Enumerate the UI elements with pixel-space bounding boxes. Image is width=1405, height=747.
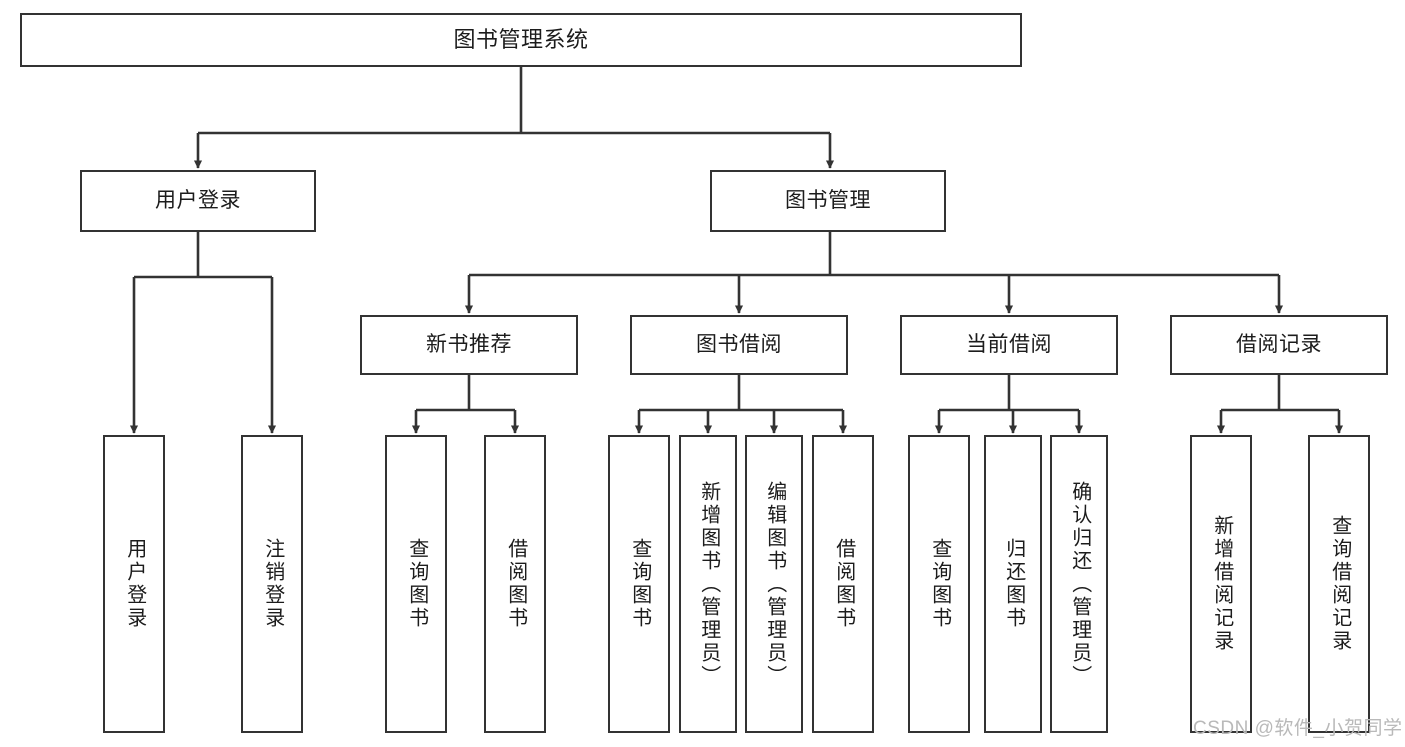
node-book-borrow[interactable]: 图书借阅 [630,315,848,375]
node-leaf-cur-confirm-return-label: 确认归还（管理员） [1068,480,1091,688]
node-leaf-user-logout-label: 注销登录 [261,538,284,630]
node-borrow-record[interactable]: 借阅记录 [1170,315,1388,375]
node-leaf-rec-add-record-label: 新增借阅记录 [1210,515,1233,653]
node-leaf-bor-borrow-book-label: 借阅图书 [832,538,855,630]
node-leaf-rec-add-record[interactable]: 新增借阅记录 [1190,435,1252,733]
node-leaf-rec-query-book-label: 查询图书 [405,538,428,630]
csdn-watermark: CSDN @软件_小贺同学 [1193,718,1403,739]
node-current-borrow[interactable]: 当前借阅 [900,315,1118,375]
node-leaf-bor-query-book[interactable]: 查询图书 [608,435,670,733]
node-leaf-cur-query-book-label: 查询图书 [928,538,951,630]
node-leaf-user-login-label: 用户登录 [123,538,146,630]
node-root-label: 图书管理系统 [453,27,589,53]
node-leaf-bor-add-book[interactable]: 新增图书（管理员） [679,435,737,733]
node-leaf-bor-borrow-book[interactable]: 借阅图书 [812,435,874,733]
node-leaf-user-login[interactable]: 用户登录 [103,435,165,733]
node-book-manage[interactable]: 图书管理 [710,170,946,232]
node-new-book-rec-label: 新书推荐 [426,332,512,356]
node-book-manage-label: 图书管理 [785,188,871,212]
node-book-borrow-label: 图书借阅 [696,332,782,356]
node-new-book-rec[interactable]: 新书推荐 [360,315,578,375]
node-leaf-cur-return-book-label: 归还图书 [1002,538,1025,630]
node-leaf-bor-query-book-label: 查询图书 [628,538,651,630]
node-leaf-bor-edit-book-label: 编辑图书（管理员） [763,480,786,688]
node-leaf-rec-query-book[interactable]: 查询图书 [385,435,447,733]
node-leaf-cur-return-book[interactable]: 归还图书 [984,435,1042,733]
node-user-login-label: 用户登录 [155,188,241,212]
node-leaf-bor-add-book-label: 新增图书（管理员） [697,480,720,688]
node-leaf-bor-edit-book[interactable]: 编辑图书（管理员） [745,435,803,733]
node-root[interactable]: 图书管理系统 [20,13,1022,67]
node-current-borrow-label: 当前借阅 [966,332,1052,356]
node-leaf-rec-borrow-book-label: 借阅图书 [504,538,527,630]
node-leaf-cur-confirm-return[interactable]: 确认归还（管理员） [1050,435,1108,733]
node-leaf-rec-borrow-book[interactable]: 借阅图书 [484,435,546,733]
node-leaf-rec-query-record[interactable]: 查询借阅记录 [1308,435,1370,733]
node-user-login[interactable]: 用户登录 [80,170,316,232]
node-leaf-rec-query-record-label: 查询借阅记录 [1328,515,1351,653]
node-leaf-user-logout[interactable]: 注销登录 [241,435,303,733]
node-borrow-record-label: 借阅记录 [1236,332,1322,356]
node-leaf-cur-query-book[interactable]: 查询图书 [908,435,970,733]
